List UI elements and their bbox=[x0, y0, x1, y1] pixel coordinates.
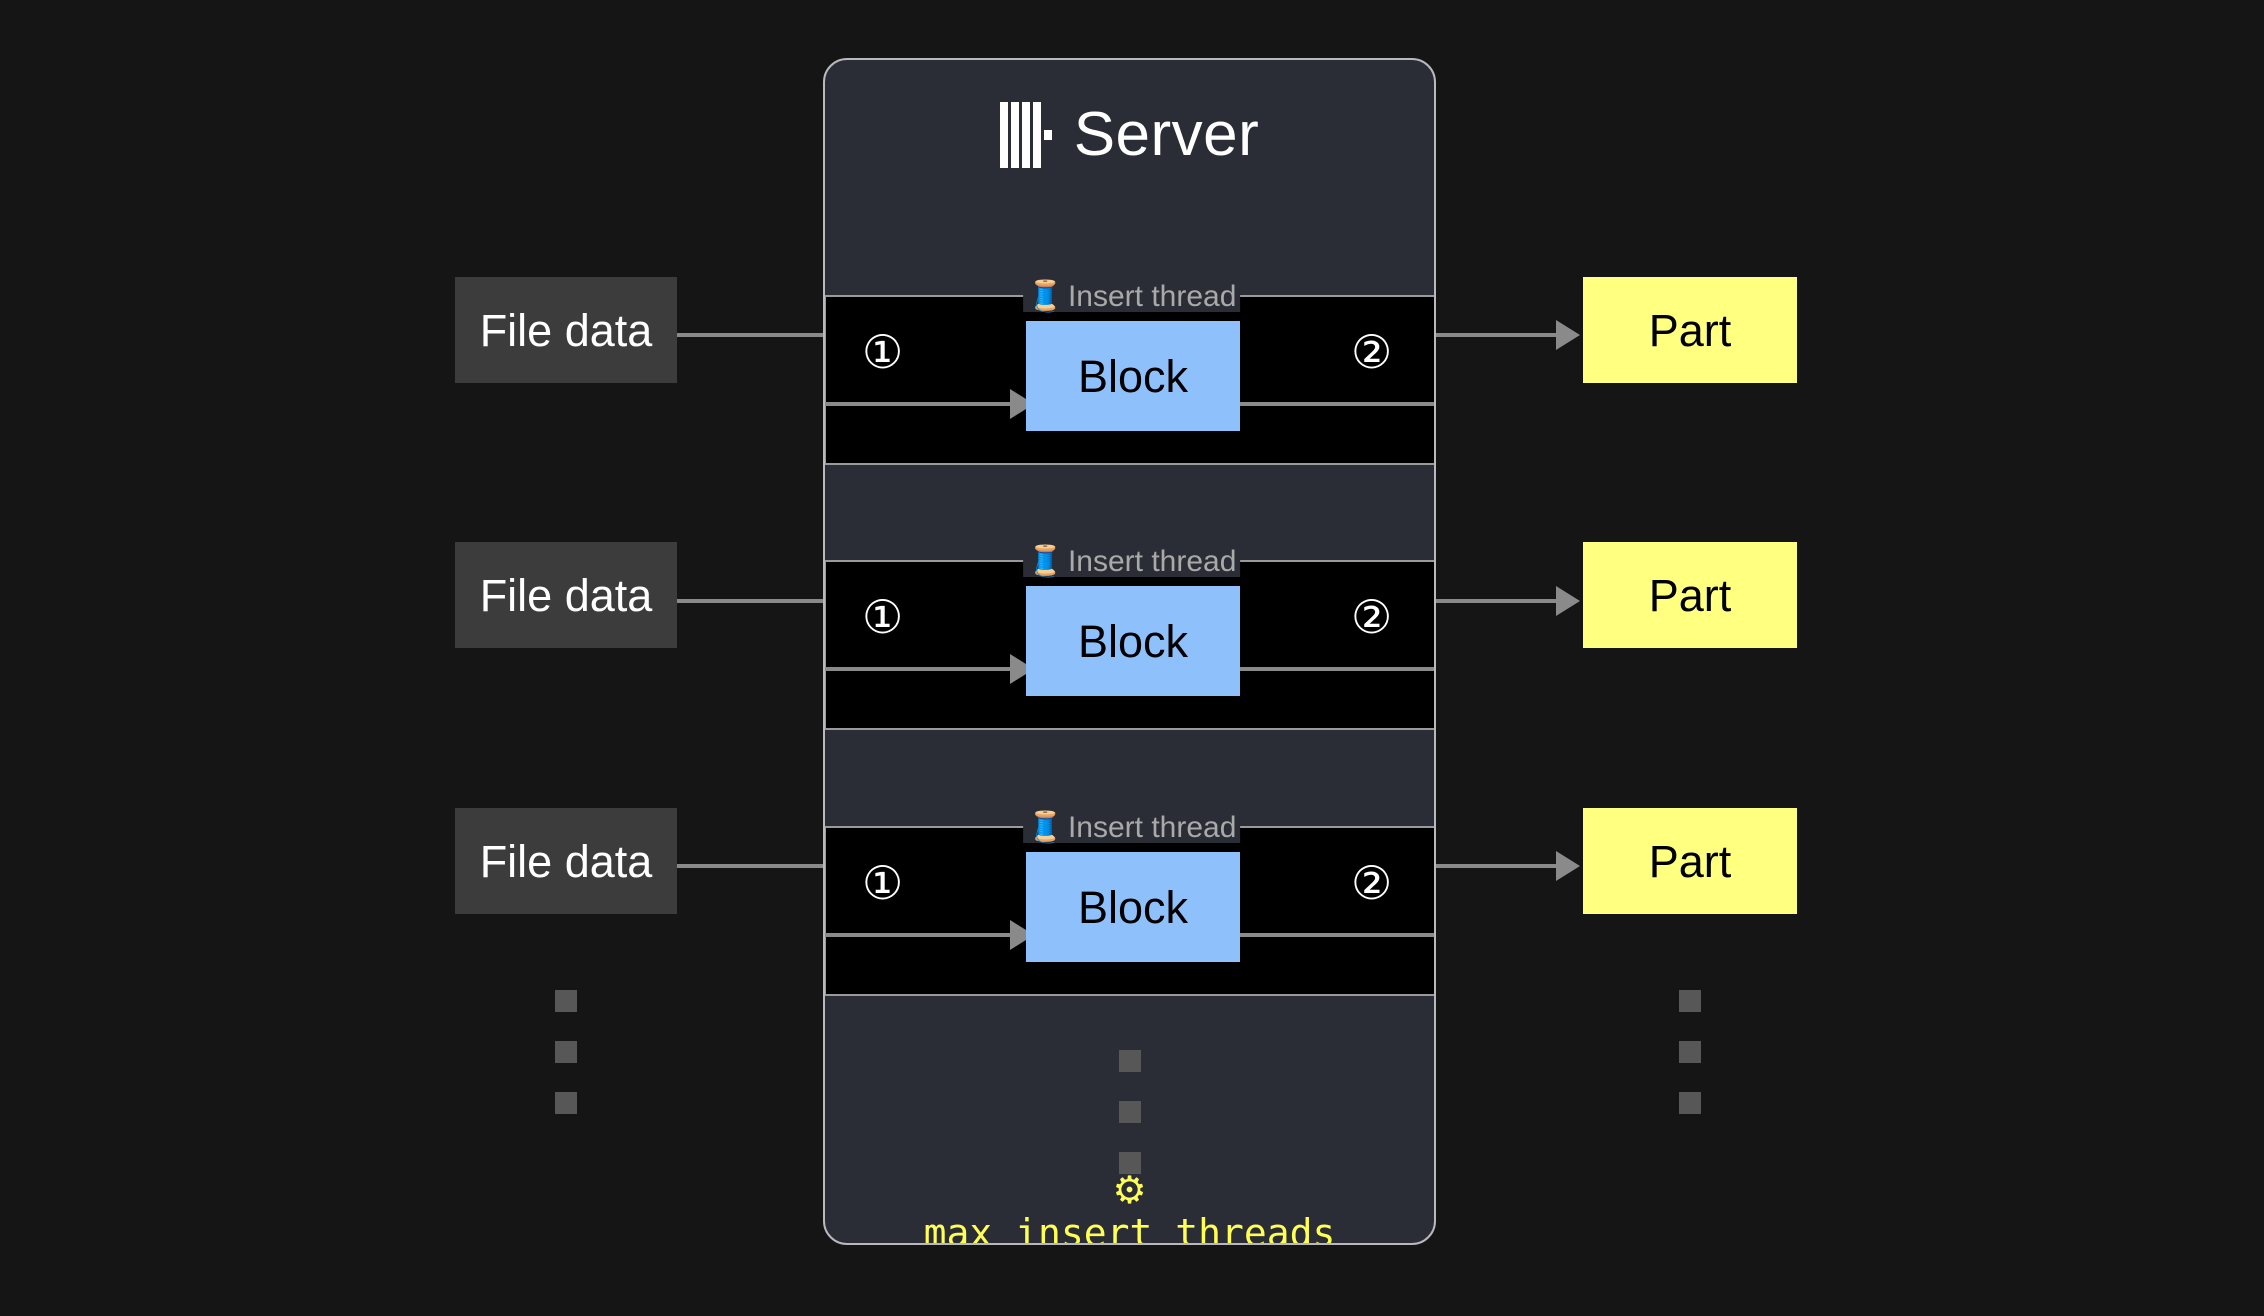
ellipsis-dot bbox=[1679, 1092, 1701, 1114]
insert-thread-row-3: 🧵 Insert thread ① ② Block bbox=[825, 813, 1434, 996]
ellipsis-dot bbox=[1679, 1041, 1701, 1063]
server-card: Server 🧵 Insert thread ① ② Block 🧵 Inser… bbox=[823, 58, 1436, 1245]
arrowhead-to-part-2 bbox=[1556, 586, 1580, 616]
part-box-3: Part bbox=[1583, 808, 1797, 914]
thread-spool-icon: 🧵 bbox=[1026, 811, 1064, 844]
insert-thread-row-1: 🧵 Insert thread ① ② Block bbox=[825, 282, 1434, 465]
step-marker-1-in: ① bbox=[862, 325, 904, 379]
ellipsis-dots-center bbox=[1118, 1050, 1141, 1174]
block-label: Block bbox=[1077, 881, 1189, 933]
arrowhead-to-part-3 bbox=[1556, 851, 1580, 881]
step-marker-3-out: ② bbox=[1351, 856, 1393, 910]
step-marker-1-out: ② bbox=[1351, 325, 1393, 379]
part-label: Part bbox=[1648, 835, 1732, 887]
insert-thread-legend-1: 🧵 Insert thread bbox=[1022, 280, 1241, 313]
row-arrow-out-1 bbox=[1240, 402, 1434, 406]
file-data-box-2: File data bbox=[455, 542, 677, 648]
ellipsis-dot bbox=[555, 990, 577, 1012]
setting-name-label: max_insert_threads bbox=[923, 1211, 1336, 1245]
ellipsis-dot bbox=[1679, 990, 1701, 1012]
connector-filedata-to-server-3 bbox=[677, 864, 825, 868]
connector-filedata-to-server-1 bbox=[677, 333, 825, 337]
block-label: Block bbox=[1077, 615, 1189, 667]
insert-thread-legend-2: 🧵 Insert thread bbox=[1022, 545, 1241, 578]
row-arrow-in-3 bbox=[825, 933, 1016, 937]
row-arrow-out-2 bbox=[1240, 667, 1434, 671]
ellipsis-dots-right bbox=[1679, 990, 1701, 1114]
file-data-label: File data bbox=[479, 569, 653, 621]
server-title: Server bbox=[1073, 100, 1260, 169]
insert-thread-label: Insert thread bbox=[1067, 545, 1237, 578]
part-label: Part bbox=[1648, 569, 1732, 621]
arrowhead-to-part-1 bbox=[1556, 320, 1580, 350]
insert-thread-label: Insert thread bbox=[1067, 280, 1237, 313]
step-marker-2-in: ① bbox=[862, 590, 904, 644]
block-box-2: Block bbox=[1026, 586, 1240, 696]
part-box-2: Part bbox=[1583, 542, 1797, 648]
file-data-box-1: File data bbox=[455, 277, 677, 383]
ellipsis-dots-left bbox=[555, 990, 577, 1114]
server-header: Server bbox=[825, 60, 1434, 210]
ellipsis-dot bbox=[1118, 1050, 1141, 1072]
row-arrow-in-1 bbox=[825, 402, 1016, 406]
step-marker-2-out: ② bbox=[1351, 590, 1393, 644]
block-box-3: Block bbox=[1026, 852, 1240, 962]
thread-spool-icon: 🧵 bbox=[1026, 280, 1064, 313]
ellipsis-dot bbox=[1118, 1152, 1141, 1174]
file-data-label: File data bbox=[479, 304, 653, 356]
max-insert-threads-setting: ⚙ max_insert_threads bbox=[825, 1170, 1434, 1245]
ellipsis-dot bbox=[1118, 1101, 1141, 1123]
file-data-label: File data bbox=[479, 835, 653, 887]
gear-icon: ⚙ bbox=[1112, 1170, 1147, 1212]
step-marker-3-in: ① bbox=[862, 856, 904, 910]
file-data-box-3: File data bbox=[455, 808, 677, 914]
part-box-1: Part bbox=[1583, 277, 1797, 383]
thread-spool-icon: 🧵 bbox=[1026, 545, 1064, 578]
ellipsis-dot bbox=[555, 1041, 577, 1063]
connector-server-to-part-2 bbox=[1436, 599, 1558, 603]
connector-filedata-to-server-2 bbox=[677, 599, 825, 603]
clickhouse-logo-icon bbox=[999, 102, 1052, 168]
block-box-1: Block bbox=[1026, 321, 1240, 431]
part-label: Part bbox=[1648, 304, 1732, 356]
row-arrow-in-2 bbox=[825, 667, 1016, 671]
connector-server-to-part-3 bbox=[1436, 864, 1558, 868]
block-label: Block bbox=[1077, 350, 1189, 402]
row-arrow-out-3 bbox=[1240, 933, 1434, 937]
insert-thread-label: Insert thread bbox=[1067, 811, 1237, 844]
insert-thread-legend-3: 🧵 Insert thread bbox=[1022, 811, 1241, 844]
connector-server-to-part-1 bbox=[1436, 333, 1558, 337]
ellipsis-dot bbox=[555, 1092, 577, 1114]
insert-thread-row-2: 🧵 Insert thread ① ② Block bbox=[825, 547, 1434, 730]
